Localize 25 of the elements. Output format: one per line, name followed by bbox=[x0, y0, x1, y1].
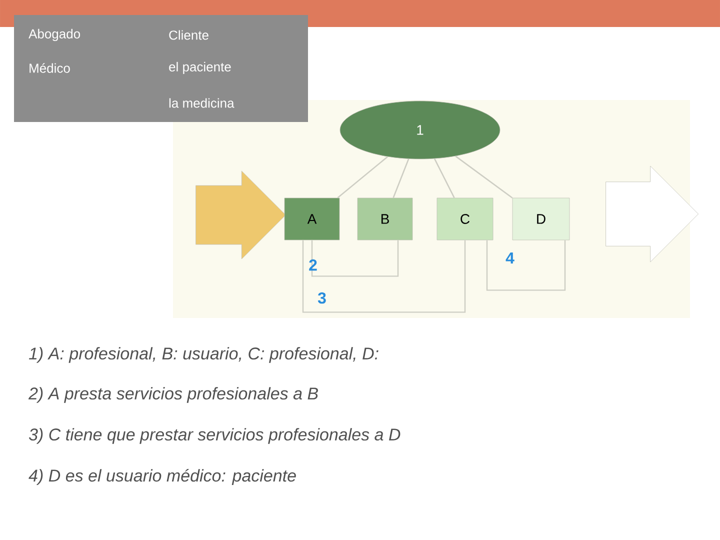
process-box: C bbox=[436, 198, 494, 240]
block-arrow bbox=[196, 170, 286, 260]
table-cell: Médico bbox=[30, 63, 70, 73]
table-cell: Abogado bbox=[28, 28, 80, 42]
connector-line bbox=[455, 156, 513, 198]
block-arrow bbox=[606, 166, 699, 262]
connector-line bbox=[434, 158, 455, 198]
text-line: 1) A: profesional, B: usuario, C: profesional, D: bbox=[28, 347, 378, 363]
callout-number: 3 bbox=[318, 292, 326, 304]
table-cell: Cliente bbox=[169, 30, 208, 40]
connector-line bbox=[392, 158, 410, 198]
text-line: 3) C tiene que prestar servicios profesionales a D bbox=[28, 428, 400, 444]
text-line: 2) A presta servicios profesionales a B bbox=[28, 387, 318, 403]
process-box: B bbox=[357, 198, 413, 240]
table-cell: la medicina bbox=[169, 98, 234, 108]
process-box: D bbox=[512, 198, 570, 240]
callout-number: 4 bbox=[506, 252, 514, 264]
connector-line bbox=[337, 156, 388, 198]
table-cell: el paciente bbox=[169, 62, 231, 74]
process-box: A bbox=[284, 198, 340, 240]
bracket-line bbox=[302, 240, 466, 313]
bracket-line bbox=[311, 240, 399, 277]
callout-number: 2 bbox=[309, 259, 317, 271]
bracket-line bbox=[486, 240, 566, 291]
text-line: 4) D es el usuario médico: paciente bbox=[28, 468, 296, 486]
